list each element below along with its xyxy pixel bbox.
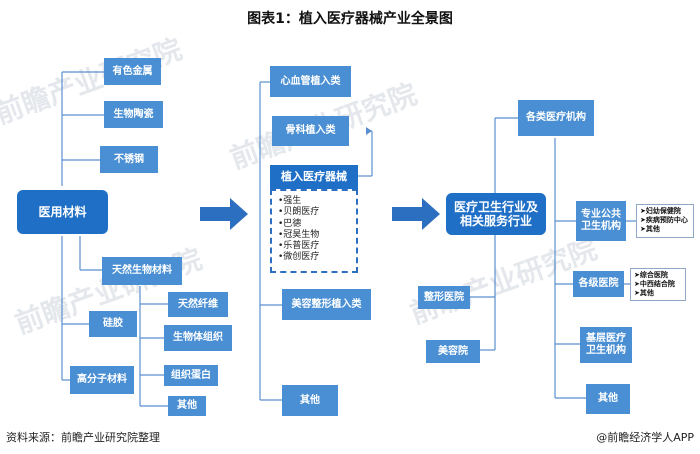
hospitals-node: 各级医院 <box>573 271 624 297</box>
arrow-right-icon <box>200 198 248 230</box>
hospitals-list: ➤综合医院 ➤中西结合院 ➤其他 <box>630 268 686 301</box>
healthcare-service-node: 医疗卫生行业及相关服务行业 <box>446 193 546 235</box>
device-other: 其他 <box>282 385 338 416</box>
institutions-other: 其他 <box>586 384 630 414</box>
device-cardiovascular: 心血管植入类 <box>270 66 351 97</box>
device-orthopedic: 骨科植入类 <box>272 116 349 146</box>
company-item: •巴德 <box>278 218 302 229</box>
material-silicone: 硅胶 <box>89 311 137 337</box>
public-health-item: ➤妇幼保健院 <box>640 207 681 215</box>
company-list: •强生 •贝朗医疗 •巴德 •冠昊生物 •乐普医疗 •微创医疗 <box>270 189 358 273</box>
beauty-salon: 美容院 <box>426 340 480 363</box>
hospital-item: ➤综合医院 <box>634 271 668 279</box>
material-other: 其他 <box>168 396 206 416</box>
company-item: •强生 <box>278 196 302 206</box>
company-item: •微创医疗 <box>278 252 320 263</box>
hospital-item: ➤其他 <box>634 289 654 297</box>
hospital-item: ➤中西结合院 <box>634 280 675 288</box>
source-note: 资料来源：前瞻产业研究院整理 <box>6 431 160 444</box>
plastic-surgery-hospital: 整形医院 <box>418 286 470 309</box>
device-cosmetic: 美容整形植入类 <box>282 289 371 320</box>
material-tissue-protein: 组织蛋白 <box>164 365 218 386</box>
medical-institutions-node: 各类医疗机构 <box>518 100 594 136</box>
company-item: •乐普医疗 <box>278 241 320 252</box>
medical-materials-node: 医用材料 <box>17 190 108 234</box>
implant-devices-node: 植入医疗器械 <box>270 165 358 189</box>
public-health-item: ➤疾病预防中心 <box>640 216 688 224</box>
material-polymer: 高分子材料 <box>70 366 134 394</box>
material-nonferrous-metal: 有色金属 <box>104 58 161 85</box>
public-health-item: ➤其他 <box>640 225 660 233</box>
public-health-node: 专业公共卫生机构 <box>576 201 626 241</box>
public-health-list: ➤妇幼保健院 ➤疾病预防中心 ➤其他 <box>636 204 694 238</box>
grassroots-node: 基层医疗卫生机构 <box>580 327 632 363</box>
brand-credit: @前瞻经济学人APP <box>596 431 694 444</box>
material-stainless-steel: 不锈钢 <box>100 146 158 173</box>
page-title: 图表1：植入医疗器械产业全景图 <box>247 11 453 27</box>
arrow-right-icon <box>392 198 440 230</box>
material-natural-bio: 天然生物材料 <box>102 257 182 285</box>
material-bio-tissue: 生物体组织 <box>164 325 232 351</box>
material-natural-fiber: 天然纤维 <box>168 292 228 317</box>
company-item: •冠昊生物 <box>278 229 320 240</box>
material-bioceramic: 生物陶瓷 <box>104 101 163 128</box>
company-item: •贝朗医疗 <box>278 207 320 218</box>
